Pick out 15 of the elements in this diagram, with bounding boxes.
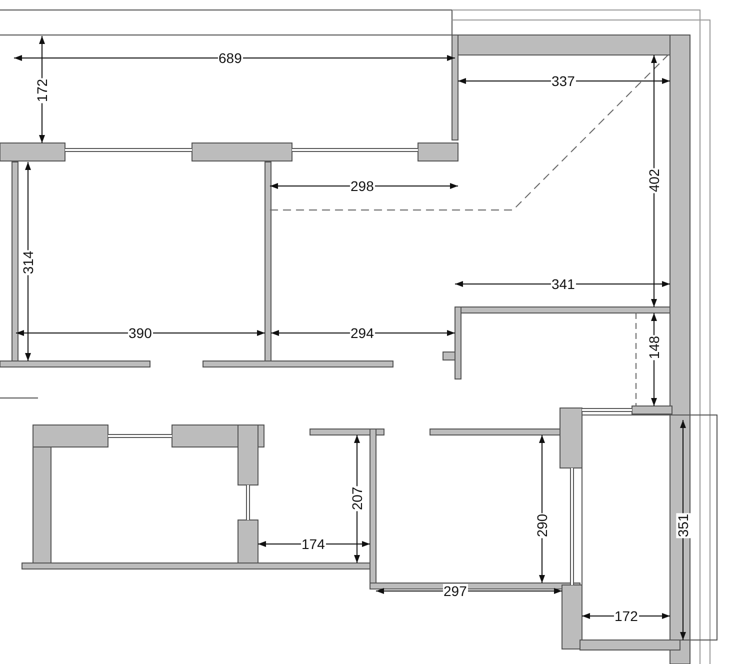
dimension-label: 297	[442, 584, 468, 598]
dimension-label: 207	[350, 485, 365, 511]
dimension-label: 294	[350, 326, 375, 340]
dimension-label: 314	[20, 249, 36, 275]
dimension-label: 172	[614, 608, 639, 624]
dimension-label: 689	[218, 50, 243, 66]
dimension-label: 341	[550, 276, 576, 292]
dimension-label: 174	[300, 536, 326, 552]
dimension-label: 390	[128, 326, 153, 340]
dimension-label: 402	[646, 167, 662, 193]
dimension-label: 290	[534, 512, 550, 538]
dimension-label: 337	[550, 74, 576, 88]
dimension-label: 298	[350, 178, 375, 194]
dimension-label: 148	[646, 334, 662, 360]
dimension-label: 172	[34, 77, 50, 103]
